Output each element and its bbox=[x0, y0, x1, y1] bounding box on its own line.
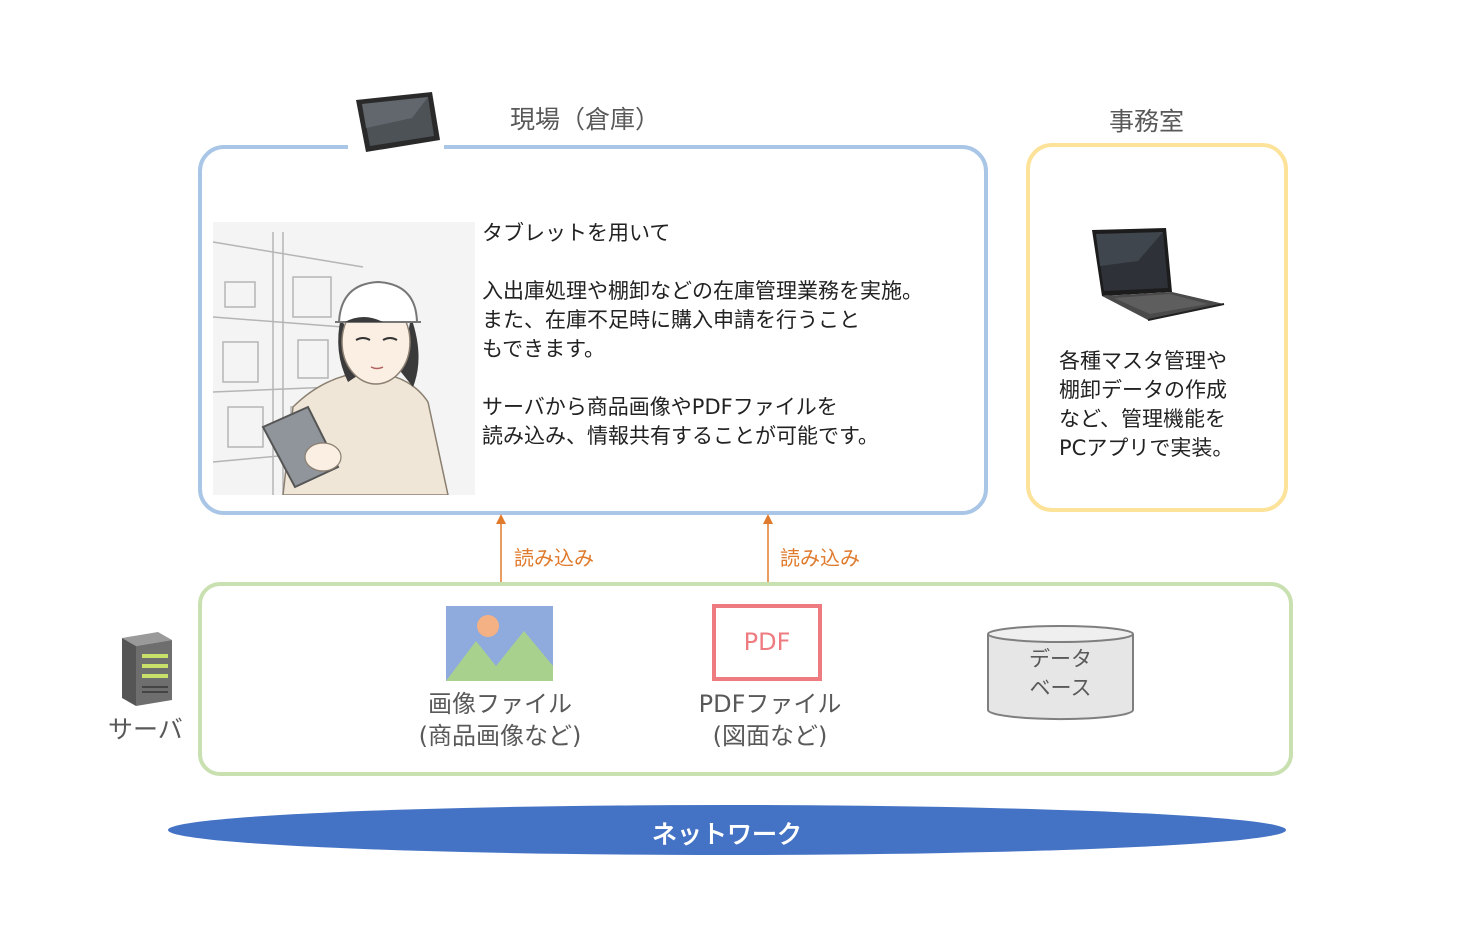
pdf-file-label: PDFファイル (図面など) bbox=[698, 690, 842, 750]
image-file-icon bbox=[446, 606, 553, 681]
tablet-icon bbox=[352, 88, 444, 156]
network-bar: ネットワーク bbox=[168, 805, 1286, 855]
database-label: データ ベース bbox=[1029, 647, 1092, 700]
server-label: サーバ bbox=[108, 715, 183, 744]
read-arrow-image-label: 読み込み bbox=[514, 546, 594, 570]
server-icon bbox=[118, 630, 176, 708]
laptop-icon bbox=[1088, 226, 1226, 322]
site-description: タブレットを用いて 入出庫処理や棚卸などの在庫管理業務を実施。 また、在庫不足時… bbox=[482, 221, 923, 448]
database-icon bbox=[986, 624, 1135, 722]
office-title: 事務室 bbox=[1109, 107, 1185, 136]
read-arrow-pdf-label: 読み込み bbox=[780, 546, 860, 570]
network-label: ネットワーク bbox=[651, 820, 802, 849]
pdf-icon-text: PDF bbox=[743, 628, 791, 656]
image-file-label: 画像ファイル (商品画像など) bbox=[418, 690, 582, 750]
office-description: 各種マスタ管理や 棚卸データの作成 など、管理機能を PCアプリで実装。 bbox=[1059, 349, 1234, 460]
pdf-file-icon: PDF bbox=[712, 604, 822, 681]
office-panel bbox=[1026, 143, 1288, 512]
site-title: 現場（倉庫） bbox=[510, 105, 661, 134]
warehouse-worker-illustration bbox=[213, 222, 475, 495]
